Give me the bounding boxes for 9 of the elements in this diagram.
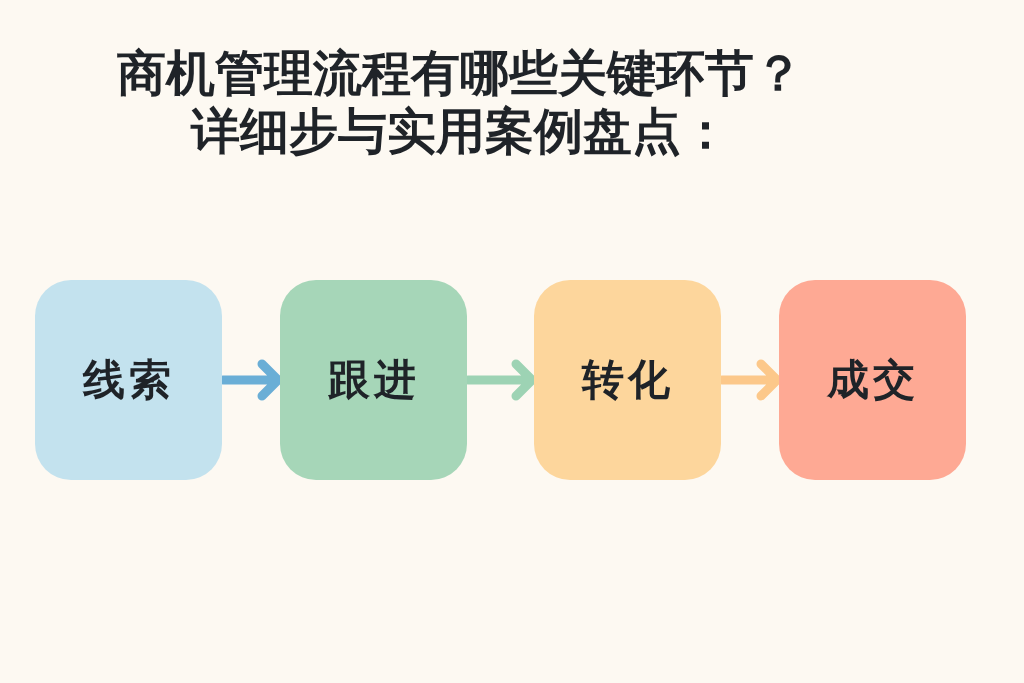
- step-label: 转化: [581, 354, 674, 406]
- step-label: 跟进: [327, 354, 420, 406]
- step-box: [534, 280, 721, 480]
- title: 商机管理流程有哪些关键环节？详细步与实用案例盘点：: [116, 45, 804, 161]
- step-box: [280, 280, 467, 480]
- step-box: [35, 280, 222, 480]
- step-label: 成交: [826, 354, 919, 406]
- step-label: 线索: [82, 354, 175, 406]
- step-box: [779, 280, 966, 480]
